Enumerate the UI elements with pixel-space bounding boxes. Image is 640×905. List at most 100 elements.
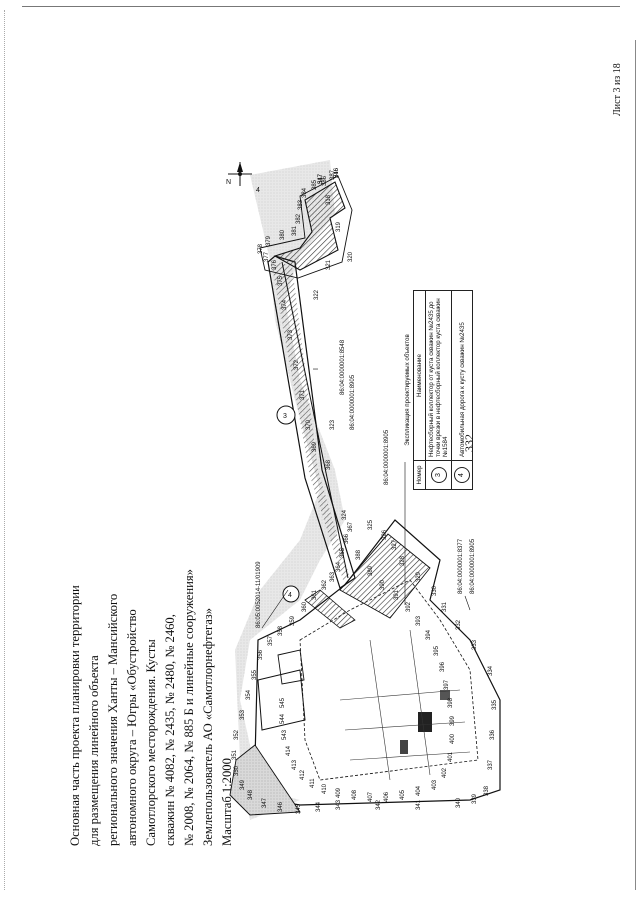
- legend-row-number: 3: [430, 467, 447, 483]
- point-label: 405: [400, 789, 406, 800]
- point-label: 323: [330, 419, 336, 430]
- parcel-label: 86:04:0000001:8905: [384, 429, 390, 485]
- point-label: 546: [334, 167, 340, 178]
- point-label: 410: [322, 783, 328, 794]
- point-label: 370: [306, 419, 312, 430]
- pipeline-corridor-fill: [272, 262, 349, 580]
- point-label: 400: [450, 733, 456, 744]
- point-label: 380: [280, 229, 286, 240]
- left-parcel: [277, 649, 305, 685]
- point-label: 404: [416, 785, 422, 796]
- point-label: 414: [286, 745, 292, 756]
- point-label: 385: [312, 179, 318, 190]
- object-marker-circle: [276, 405, 296, 425]
- point-label: 399: [450, 715, 456, 726]
- point-label: 343: [336, 799, 342, 810]
- point-label: 397: [444, 679, 450, 690]
- point-label: 409: [336, 787, 342, 798]
- point-label: 381: [292, 225, 298, 236]
- point-label: 325: [368, 519, 374, 530]
- point-label: 392: [406, 601, 412, 612]
- upper-hook-outline: [259, 175, 353, 279]
- point-label: 391: [394, 589, 400, 600]
- left-parcel: [257, 669, 306, 731]
- point-label: 386: [322, 175, 328, 186]
- point-label: 355: [252, 669, 258, 680]
- well-pad-road: [339, 533, 431, 619]
- point-label: 544: [280, 713, 286, 724]
- point-label: 354: [246, 689, 252, 700]
- point-label: 393: [416, 615, 422, 626]
- legend-row-name: Автомобильная дорога к кусту скважин №24…: [451, 290, 473, 461]
- point-label: 350: [234, 765, 240, 776]
- compass-label: N: [226, 179, 231, 186]
- point-label: 345: [296, 803, 302, 814]
- point-label: 371: [300, 389, 306, 400]
- point-label: 334: [488, 665, 494, 676]
- point-label: 413: [292, 759, 298, 770]
- point-label: 320: [348, 251, 354, 262]
- point-label: 337: [488, 759, 494, 770]
- pipeline-axis: [281, 261, 349, 579]
- point-label: 335: [492, 699, 498, 710]
- compass-icon: N: [226, 162, 252, 186]
- point-label: 367: [348, 521, 354, 532]
- legend-row: 4 Автомобильная дорога к кусту скважин №…: [451, 290, 473, 490]
- legend-row-number: 4: [454, 467, 470, 483]
- point-label: 547: [318, 173, 324, 184]
- frame-top-line: [22, 6, 620, 7]
- point-label: 321: [326, 259, 332, 270]
- point-label: 365: [340, 547, 346, 558]
- point-label: 349: [240, 779, 246, 790]
- left-boundary: [229, 744, 301, 816]
- point-label: 376: [272, 259, 278, 270]
- parcel-label: 86:04:0000001:8905: [470, 538, 476, 594]
- point-label: 319: [336, 221, 342, 232]
- well-pad-building: [418, 712, 432, 732]
- point-label: 359: [290, 615, 296, 626]
- point-label: 317: [318, 173, 324, 184]
- point-label: 383: [298, 199, 304, 210]
- point-label: 340: [456, 797, 462, 808]
- point-label: 344: [316, 801, 322, 812]
- legend-title: Экспликация проектируемых объектов: [404, 334, 411, 446]
- road-to-pad: [304, 589, 356, 629]
- misc-label: 4: [256, 187, 260, 194]
- legend-header-row: Номер Наименование: [413, 290, 426, 490]
- point-label: 353: [240, 709, 246, 720]
- point-label: 408: [352, 789, 358, 800]
- point-label: 396: [440, 661, 446, 672]
- point-label: 398: [448, 697, 454, 708]
- point-label: 364: [336, 561, 342, 572]
- point-label: 373: [288, 329, 294, 340]
- point-label: 356: [258, 649, 264, 660]
- point-label: 351: [232, 749, 238, 760]
- object-marker-label: 4: [288, 592, 292, 599]
- point-label: 402: [442, 767, 448, 778]
- point-label: 333: [472, 639, 478, 650]
- point-label: 366: [344, 533, 350, 544]
- point-label: 357: [268, 635, 274, 646]
- point-label: 401: [448, 751, 454, 762]
- point-label: 407: [368, 791, 374, 802]
- point-label: 369: [312, 441, 318, 452]
- point-label: 375: [278, 275, 284, 286]
- frame-right-line: [635, 40, 636, 890]
- point-label: 389: [368, 565, 374, 576]
- upper-hook: [273, 181, 346, 271]
- point-label: 329: [416, 571, 422, 582]
- point-label: 395: [434, 645, 440, 656]
- parcel-label: 86:05:0052014-11/01909: [256, 561, 262, 628]
- point-label: 332: [456, 619, 462, 630]
- point-label: 328: [400, 555, 406, 566]
- point-label: 382: [296, 213, 302, 224]
- point-labels: 3163173183193203213223233243253263273283…: [232, 167, 498, 814]
- legend-row: 3 Нефтесборный коллектор от куста скважи…: [425, 290, 452, 490]
- point-label: 543: [282, 729, 288, 740]
- point-label: 394: [426, 629, 432, 640]
- point-label: 368: [326, 459, 332, 470]
- misc-label: I: [313, 368, 320, 370]
- legend-col-name: Наименование: [413, 290, 426, 461]
- object-marker-circle: [282, 585, 300, 603]
